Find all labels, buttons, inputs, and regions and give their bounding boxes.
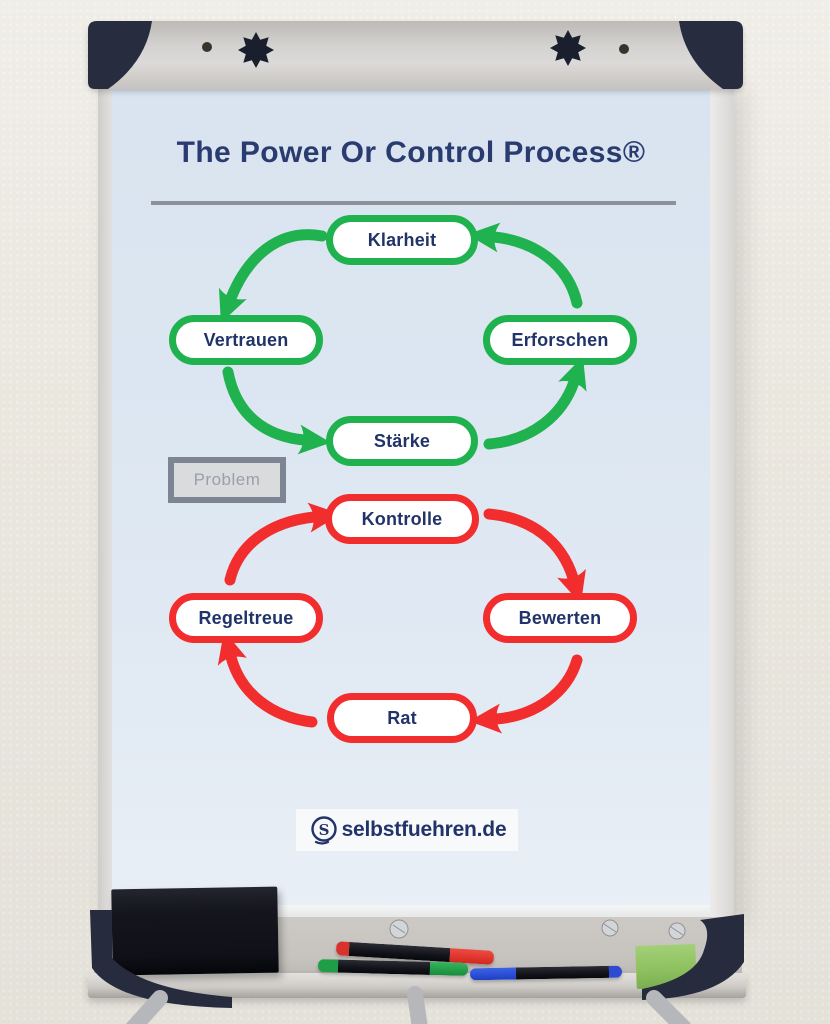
node-kontrolle: Kontrolle [325, 494, 479, 544]
problem-label: Problem [193, 470, 261, 489]
node-label: Regeltreue [198, 607, 294, 628]
node-label: Rat [387, 707, 417, 728]
blue-marker-cap [469, 967, 517, 981]
node-erforschen: Erforschen [483, 315, 637, 365]
flipchart-top-clamp [88, 21, 743, 89]
red-marker-tip [335, 941, 350, 956]
problem-box: Problem [168, 457, 286, 503]
node-klarheit: Klarheit [326, 215, 478, 265]
node-label: Vertrauen [203, 329, 289, 350]
green-marker-tip [317, 959, 339, 973]
title-underline [151, 201, 676, 205]
green-sponge [635, 943, 697, 990]
node-vertrauen: Vertrauen [169, 315, 323, 365]
selbstfuehren-s-circle-icon: S [310, 816, 337, 845]
board-eraser [111, 886, 279, 976]
node-regeltreue: Regeltreue [169, 593, 323, 643]
blue-marker-body [515, 965, 610, 980]
green-marker-cap [429, 961, 469, 976]
node-label: Erforschen [511, 329, 609, 350]
node-label: Bewerten [518, 607, 602, 628]
brand-logo: S selbstfuehren.de [296, 809, 518, 851]
node-label: Kontrolle [361, 508, 443, 529]
node-staerke: Stärke [326, 416, 478, 466]
green-marker-body [337, 959, 431, 975]
brand-text: selbstfuehren.de [341, 818, 507, 841]
page-title: The Power Or Control Process® [176, 136, 646, 169]
node-label: Klarheit [367, 229, 437, 250]
node-rat: Rat [327, 693, 477, 743]
node-bewerten: Bewerten [483, 593, 637, 643]
blue-marker-tip [608, 965, 623, 978]
node-label: Stärke [373, 430, 431, 451]
svg-text:S: S [318, 821, 329, 839]
